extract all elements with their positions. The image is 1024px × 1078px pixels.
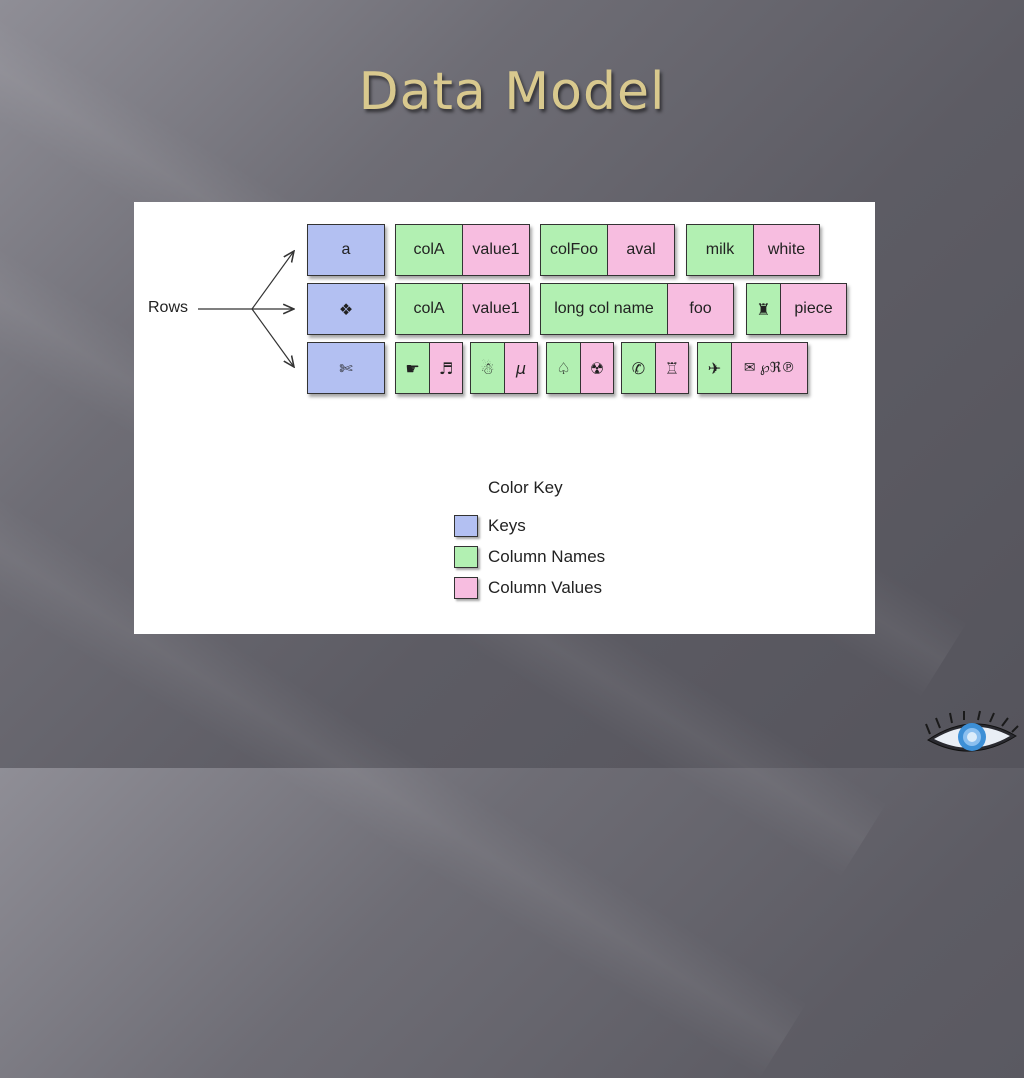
column-value: ✉ ℘ℜ℗ [731, 342, 808, 394]
legend-label: Column Values [488, 578, 603, 597]
column-pair: long col name foo [540, 283, 734, 335]
row-arrows [198, 202, 875, 634]
column-name: ♤ [546, 342, 581, 394]
column-value: aval [607, 224, 675, 276]
column-name: ☛ [395, 342, 430, 394]
row-key: a [307, 224, 385, 276]
row-key: ✄ [307, 342, 385, 394]
column-pair: milk white [686, 224, 820, 276]
column-value: value1 [462, 283, 530, 335]
column-name: ✈ [697, 342, 732, 394]
slide-title: Data Model [358, 62, 666, 122]
column-value: μ [504, 342, 538, 394]
rows-label: Rows [148, 299, 189, 316]
column-pair: colA value1 [395, 283, 530, 335]
legend-swatch [454, 546, 478, 568]
legend-label: Column Names [488, 547, 606, 566]
row-key: ❖ [307, 283, 385, 335]
column-value: white [753, 224, 820, 276]
column-value: ☢ [580, 342, 614, 394]
column-value: ♖ [655, 342, 689, 394]
column-value: foo [667, 283, 734, 335]
legend-label: Keys [488, 516, 526, 535]
legend-title: Color Key [488, 478, 563, 497]
legend-swatch [454, 577, 478, 599]
column-name: long col name [540, 283, 668, 335]
column-value: ♬ [429, 342, 463, 394]
legend-swatch [454, 515, 478, 537]
column-name: ✆ [621, 342, 656, 394]
column-pair: ☃ μ [470, 342, 538, 394]
eye-logo-icon [925, 710, 1019, 752]
column-pair: ♤ ☢ [546, 342, 614, 394]
column-name: ♜ [746, 283, 781, 335]
column-pair: ✈ ✉ ℘ℜ℗ [697, 342, 808, 394]
column-name: milk [686, 224, 754, 276]
arrow-row-1 [251, 251, 294, 310]
column-name: colA [395, 224, 463, 276]
column-name: colA [395, 283, 463, 335]
column-value: value1 [462, 224, 530, 276]
column-pair: colFoo aval [540, 224, 675, 276]
column-value: piece [780, 283, 847, 335]
column-pair: colA value1 [395, 224, 530, 276]
column-pair: ✆ ♖ [621, 342, 689, 394]
diagram-panel: Rows a colA value1 colFoo aval milk whit… [134, 202, 875, 634]
column-name: colFoo [540, 224, 608, 276]
column-pair: ☛ ♬ [395, 342, 463, 394]
arrow-row-3 [251, 308, 294, 367]
column-pair: ♜ piece [746, 283, 847, 335]
column-name: ☃ [470, 342, 505, 394]
